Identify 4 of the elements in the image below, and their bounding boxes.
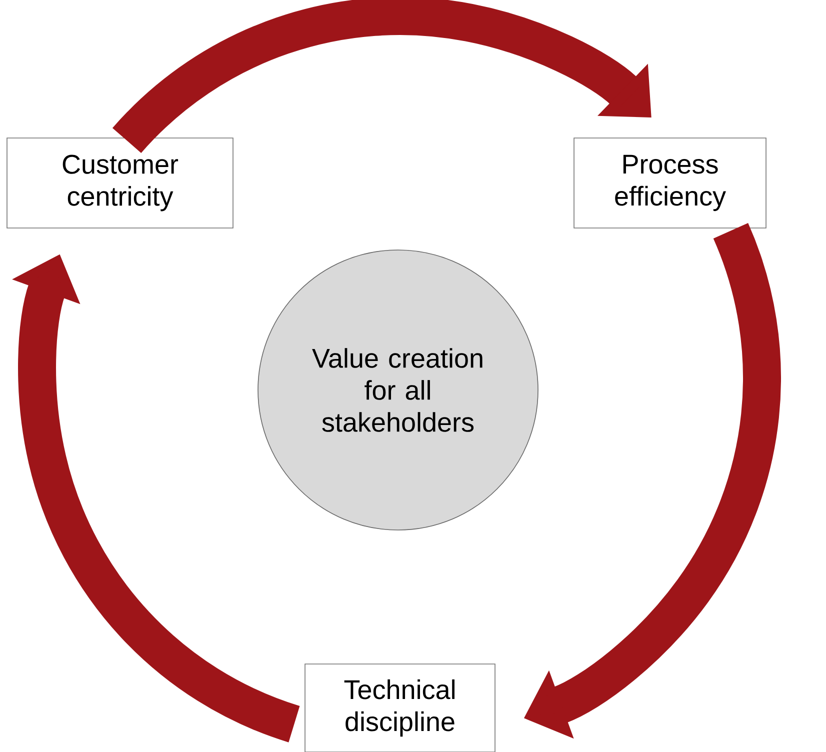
label-box: Process efficiency [574,138,766,228]
label-box: Technical discipline [304,664,496,752]
cycle-arrow [113,0,652,154]
label-box: Customer centricity [6,138,234,228]
